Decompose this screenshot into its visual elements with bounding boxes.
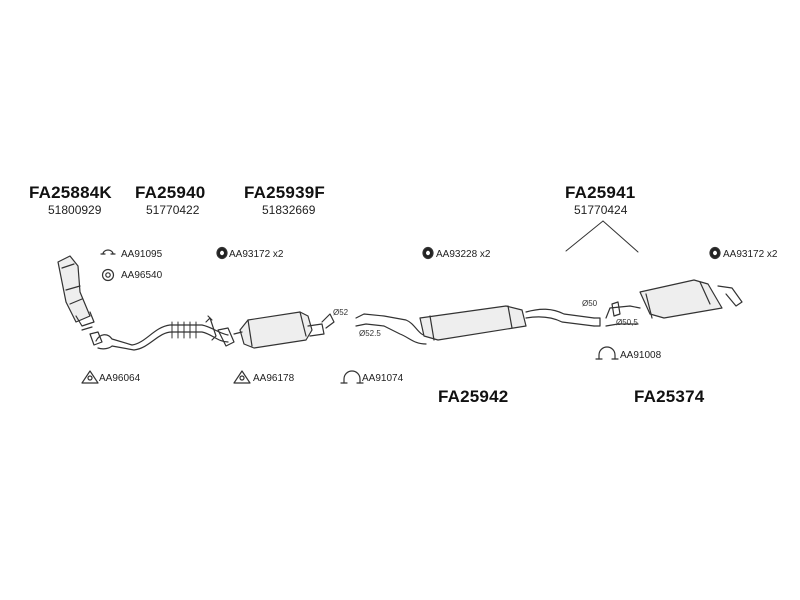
clamp-icon-b (340, 370, 364, 384)
diameter-d3: Ø50 (582, 299, 598, 308)
part-code-fa25940: FA25940 (135, 183, 206, 202)
part-code-fa25884k: FA25884K (29, 183, 112, 202)
label-gasket-c: AA96178 (253, 373, 295, 384)
label-clamp-c: AA91008 (620, 350, 662, 361)
part-number-51800929: 51800929 (48, 203, 102, 217)
particulate-filter-icon (233, 311, 335, 349)
part-number-51770422: 51770422 (146, 203, 200, 217)
nut-icon-a (216, 246, 228, 260)
label-nut-c: AA93172 x2 (723, 249, 778, 260)
rear-silencer-icon (605, 279, 743, 327)
connector-lines (565, 220, 639, 253)
label-gasket-a: AA96540 (121, 270, 163, 281)
catalytic-converter-icon (57, 255, 95, 331)
label-nut-a: AA93172 x2 (229, 249, 284, 260)
gasket-icon-c (233, 370, 251, 384)
nut-icon-c (709, 246, 721, 260)
gasket-icon-b (81, 370, 99, 384)
label-clamp-b: AA91074 (362, 373, 404, 384)
gasket-icon-a (101, 268, 115, 282)
part-number-51770424: 51770424 (574, 203, 628, 217)
label-gasket-b: AA96064 (99, 373, 141, 384)
nut-icon-b (422, 246, 434, 260)
front-pipe-icon (89, 315, 235, 351)
assembly-code-middle: FA25942 (438, 387, 509, 406)
part-code-fa25939f: FA25939F (244, 183, 325, 202)
label-nut-b: AA93228 x2 (436, 249, 491, 260)
diameter-d1: Ø52 (333, 308, 349, 317)
diameter-d4: Ø50,5 (616, 318, 638, 327)
middle-silencer-icon (355, 305, 601, 345)
label-clamp-a: AA91095 (121, 249, 163, 260)
diameter-d2: Ø52.5 (359, 329, 381, 338)
assembly-code-rear: FA25374 (634, 387, 705, 406)
clamp-icon-c (595, 346, 619, 360)
clamp-icon-a (100, 249, 116, 255)
part-number-51832669: 51832669 (262, 203, 316, 217)
part-code-fa25941: FA25941 (565, 183, 636, 202)
